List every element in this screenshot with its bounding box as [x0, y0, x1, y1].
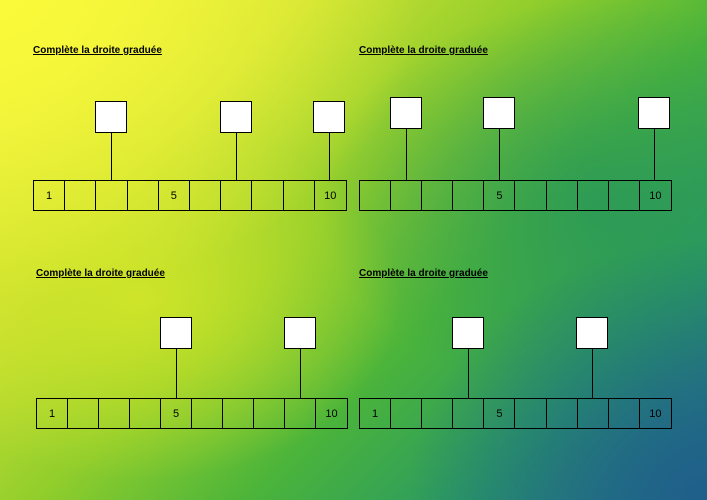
number-cell[interactable]: [65, 181, 97, 210]
number-cell[interactable]: [391, 181, 423, 210]
answer-box[interactable]: [95, 101, 127, 133]
answer-box[interactable]: [638, 97, 671, 129]
exercise-title: Complète la droite graduée: [33, 45, 162, 56]
number-cell[interactable]: [547, 181, 578, 210]
answer-box[interactable]: [389, 97, 422, 129]
number-cell: 10: [649, 407, 662, 420]
pointer-line: [111, 133, 112, 180]
number-cell[interactable]: [360, 181, 392, 210]
number-cell[interactable]: [422, 181, 454, 210]
number-cell[interactable]: [254, 399, 285, 428]
answer-box[interactable]: [482, 97, 515, 129]
number-cell[interactable]: [130, 399, 161, 428]
number-cell[interactable]: [285, 399, 316, 428]
number-cell[interactable]: [192, 399, 223, 428]
number-cell[interactable]: [190, 181, 222, 210]
number-cell[interactable]: [68, 399, 99, 428]
answer-box[interactable]: [313, 101, 346, 133]
number-cell[interactable]: [99, 399, 130, 428]
number-cell[interactable]: [252, 181, 284, 210]
number-cell: 5: [159, 181, 190, 210]
pointer-line: [405, 129, 407, 180]
number-cell[interactable]: [223, 399, 254, 428]
number-cell[interactable]: [609, 399, 640, 428]
pointer-line: [498, 129, 500, 180]
exercise-title: Complète la droite graduée: [359, 45, 488, 56]
number-cell: 5: [161, 399, 192, 428]
answer-box[interactable]: [159, 317, 192, 349]
number-cell: 1: [34, 181, 66, 210]
number-cell: 5: [484, 181, 516, 210]
number-cell[interactable]: [284, 181, 315, 210]
number-cell[interactable]: [547, 399, 578, 428]
number-line-exercise-2: Complète la droite graduée 5 10: [359, 45, 672, 245]
number-cell[interactable]: [453, 181, 485, 210]
pointer-line: [329, 133, 331, 180]
number-cell: 1: [360, 399, 392, 428]
pointer-line: [467, 349, 469, 398]
number-cell[interactable]: [515, 399, 547, 428]
number-cell: 1: [37, 399, 68, 428]
answer-box[interactable]: [576, 317, 609, 349]
number-cell[interactable]: [391, 399, 423, 428]
number-cell[interactable]: [453, 399, 485, 428]
number-cell[interactable]: [96, 181, 128, 210]
number-cell: 5: [484, 399, 516, 428]
exercise-title: Complète la droite graduée: [359, 268, 488, 279]
pointer-line: [175, 349, 177, 398]
number-cell: 10: [325, 407, 338, 420]
number-cell: 10: [649, 189, 662, 202]
number-line-row: 5 10: [359, 180, 672, 211]
exercise-title: Complète la droite graduée: [36, 268, 165, 279]
pointer-line: [235, 133, 237, 180]
pointer-line: [592, 349, 594, 398]
number-cell[interactable]: [515, 181, 547, 210]
answer-box[interactable]: [219, 101, 252, 133]
number-cell[interactable]: [221, 181, 253, 210]
number-cell: 10: [324, 189, 337, 202]
number-cell[interactable]: [422, 399, 454, 428]
number-cell[interactable]: [578, 399, 609, 428]
pointer-line: [654, 129, 656, 180]
answer-box[interactable]: [451, 317, 484, 349]
number-cell[interactable]: [128, 181, 159, 210]
pointer-line: [299, 349, 301, 398]
number-cell[interactable]: [578, 181, 609, 210]
answer-box[interactable]: [283, 317, 316, 349]
number-cell[interactable]: [609, 181, 640, 210]
